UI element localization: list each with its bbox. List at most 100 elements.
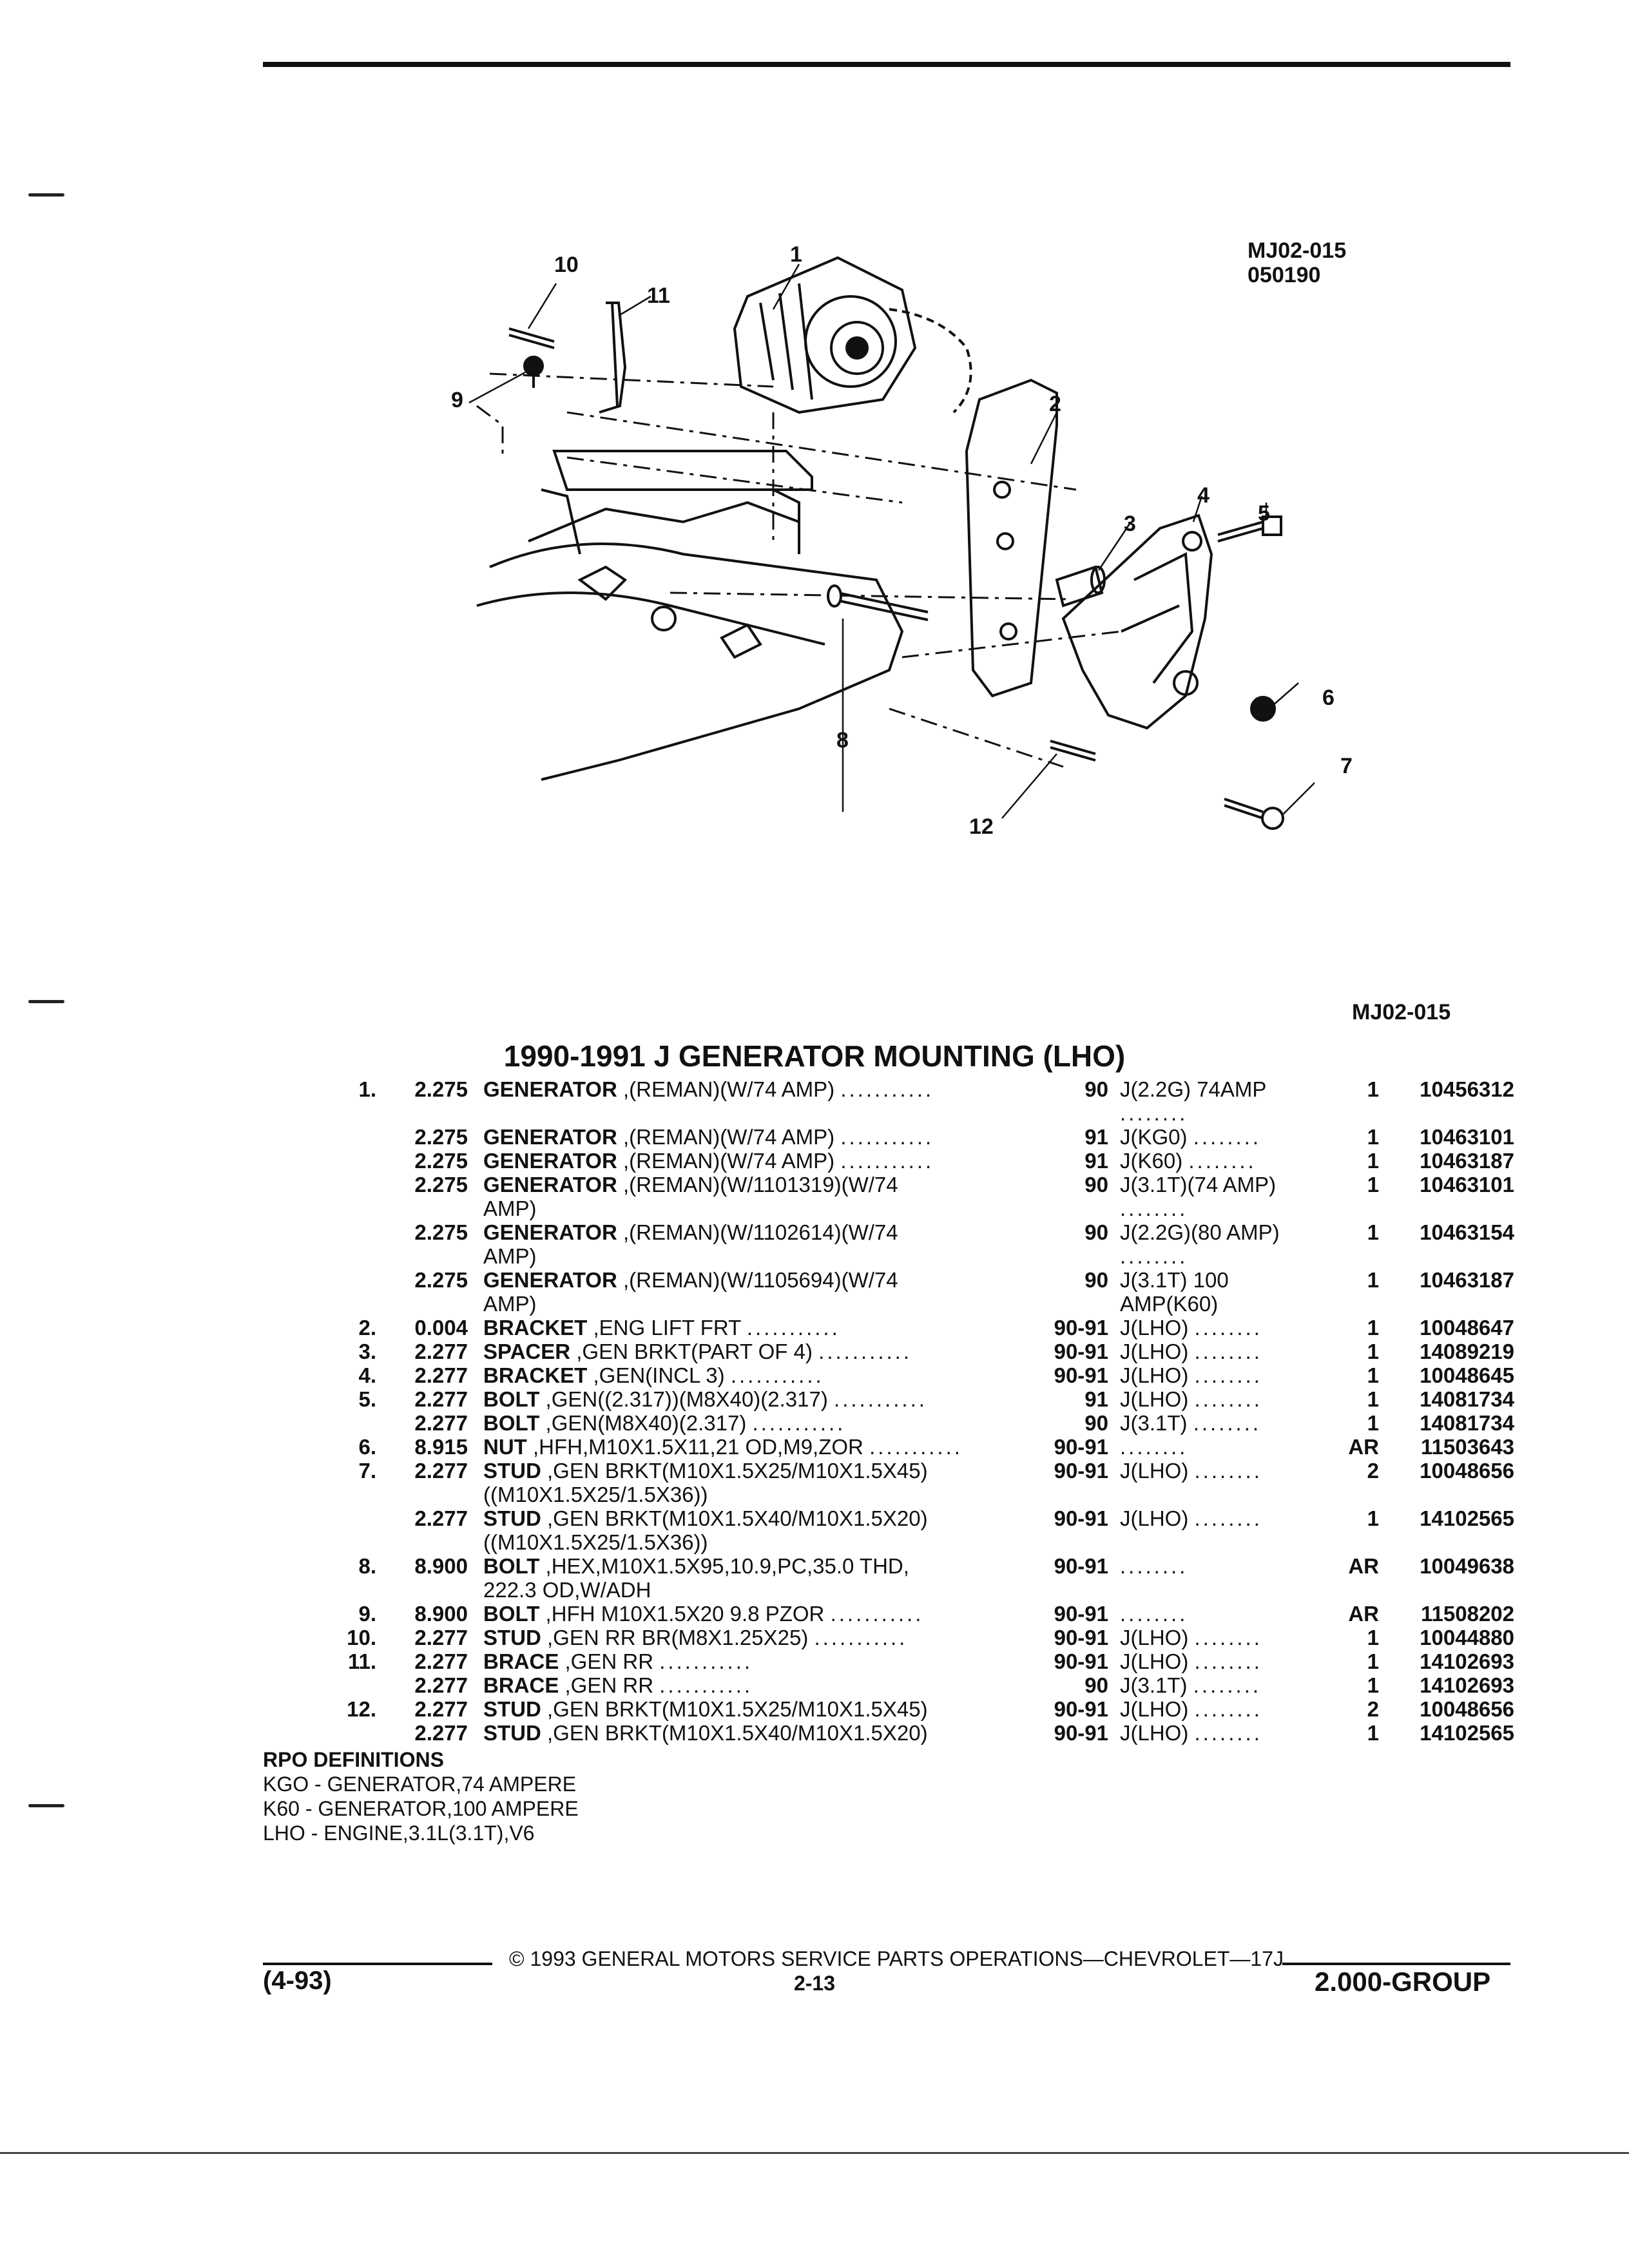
- part-number: 14089219: [1379, 1340, 1514, 1363]
- part-description: ,GEN BRKT(PART OF 4): [576, 1340, 813, 1363]
- callout-9: 9: [451, 388, 463, 412]
- quantity: AR: [1333, 1602, 1379, 1626]
- model-year: 90-91: [1018, 1316, 1120, 1340]
- leader-dots: ........: [1194, 1626, 1262, 1649]
- footer-copyright: © 1993 GENERAL MOTORS SERVICE PARTS OPER…: [509, 1947, 1284, 1970]
- group-number: 2.277: [392, 1506, 468, 1554]
- ref-number-text: 3.: [358, 1340, 376, 1363]
- part-number: 10463101: [1379, 1173, 1514, 1220]
- part-name: BRACE: [483, 1673, 559, 1697]
- description: BOLT ,GEN((2.317))(M8X40)(2.317) .......…: [468, 1387, 1018, 1411]
- part-name: STUD: [483, 1626, 541, 1649]
- quantity: 1: [1333, 1077, 1379, 1125]
- part-name: STUD: [483, 1697, 541, 1721]
- quantity-text: 1: [1367, 1721, 1379, 1745]
- part-name: BOLT: [483, 1554, 540, 1578]
- part-description: ,(REMAN)(W/74 AMP): [622, 1077, 835, 1101]
- ref-number: 1.: [309, 1077, 392, 1125]
- model-code: J(LHO): [1120, 1721, 1189, 1745]
- group-number: 2.277: [392, 1626, 468, 1649]
- group-number: 2.277: [392, 1721, 468, 1745]
- model-year: 91: [1018, 1149, 1120, 1173]
- model-year-text: 90: [1084, 1411, 1108, 1435]
- engine-lift-bracket: [965, 378, 1058, 698]
- model-year: 90: [1018, 1220, 1120, 1268]
- leader-dots: ........: [1193, 1673, 1262, 1697]
- part-name: NUT: [483, 1435, 527, 1459]
- group-number-text: 2.275: [414, 1220, 468, 1244]
- leader-dots: ...........: [840, 1077, 934, 1101]
- part-number-text: 14081734: [1420, 1387, 1514, 1411]
- ref-number: [309, 1506, 392, 1554]
- leader-dots: ........: [1120, 1244, 1188, 1268]
- model-year: 90-91: [1018, 1602, 1120, 1626]
- part-name: SPACER: [483, 1340, 571, 1363]
- part-description: ,(REMAN)(W/1102614)(W/74: [622, 1220, 898, 1244]
- quantity-text: 1: [1367, 1411, 1379, 1435]
- model-year: 90-91: [1018, 1721, 1120, 1745]
- group-number: 2.275: [392, 1268, 468, 1316]
- quantity: AR: [1333, 1554, 1379, 1602]
- description: BRACE ,GEN RR ...........: [468, 1673, 1018, 1697]
- callout-5: 5: [1258, 501, 1270, 526]
- group-number: 2.275: [392, 1125, 468, 1149]
- description: SPACER ,GEN BRKT(PART OF 4) ...........: [468, 1340, 1018, 1363]
- group-number: 2.277: [392, 1340, 468, 1363]
- model: J(3.1T) ........: [1120, 1411, 1333, 1435]
- part-description-cont: AMP): [483, 1292, 537, 1316]
- ref-number-text: 6.: [358, 1435, 376, 1459]
- model-year: 90-91: [1018, 1459, 1120, 1506]
- model-year-text: 90-91: [1054, 1506, 1108, 1530]
- callout-8: 8: [836, 728, 849, 753]
- model-code: J(3.1T): [1120, 1673, 1188, 1697]
- part-name: BRACE: [483, 1649, 559, 1673]
- model-year-text: 90-91: [1054, 1340, 1108, 1363]
- model-code: J(LHO): [1120, 1506, 1189, 1530]
- part-number: 14102693: [1379, 1673, 1514, 1697]
- part-number: 14081734: [1379, 1387, 1514, 1411]
- quantity: AR: [1333, 1435, 1379, 1459]
- part-name: BRACKET: [483, 1363, 588, 1387]
- ref-number: [309, 1125, 392, 1149]
- part-description: ,(REMAN)(W/74 AMP): [622, 1149, 835, 1173]
- ref-number: 5.: [309, 1387, 392, 1411]
- part-number-text: 14089219: [1420, 1340, 1514, 1363]
- quantity: 1: [1333, 1220, 1379, 1268]
- footer-date: (4-93): [263, 1966, 332, 1995]
- description: STUD ,GEN BRKT(M10X1.5X40/M10X1.5X20): [468, 1721, 1018, 1745]
- part-number: 10044880: [1379, 1626, 1514, 1649]
- stud-12: [1050, 740, 1096, 762]
- ref-number: 11.: [309, 1649, 392, 1673]
- part-description: ,GEN((2.317))(M8X40)(2.317): [545, 1387, 828, 1411]
- part-description: ,HFH,M10X1.5X11,21 OD,M9,ZOR: [533, 1435, 863, 1459]
- group-number-text: 2.277: [414, 1649, 468, 1673]
- model-year: 90-91: [1018, 1626, 1120, 1649]
- part-name: GENERATOR: [483, 1220, 617, 1244]
- ref-number: [309, 1721, 392, 1745]
- model: J(K60) ........: [1120, 1149, 1333, 1173]
- group-number: 8.915: [392, 1435, 468, 1459]
- description: BRACKET ,GEN(INCL 3) ...........: [468, 1363, 1018, 1387]
- quantity-text: 1: [1367, 1316, 1379, 1340]
- quantity-text: 1: [1367, 1506, 1379, 1530]
- part-number-text: 14102693: [1420, 1649, 1514, 1673]
- part-number-text: 10044880: [1420, 1626, 1514, 1649]
- group-number: 0.004: [392, 1316, 468, 1340]
- model-code: J(KG0): [1120, 1125, 1188, 1149]
- stud-10: [508, 327, 555, 349]
- description: STUD ,GEN BRKT(M10X1.5X25/M10X1.5X45): [468, 1697, 1018, 1721]
- part-number-text: 10049638: [1420, 1554, 1514, 1578]
- group-number-text: 8.900: [414, 1554, 468, 1578]
- part-number-text: 14081734: [1420, 1411, 1514, 1435]
- quantity: 1: [1333, 1721, 1379, 1745]
- ref-number: 12.: [309, 1697, 392, 1721]
- part-number-text: 14102565: [1420, 1721, 1514, 1745]
- group-number-text: 2.277: [414, 1340, 468, 1363]
- quantity: 1: [1333, 1506, 1379, 1554]
